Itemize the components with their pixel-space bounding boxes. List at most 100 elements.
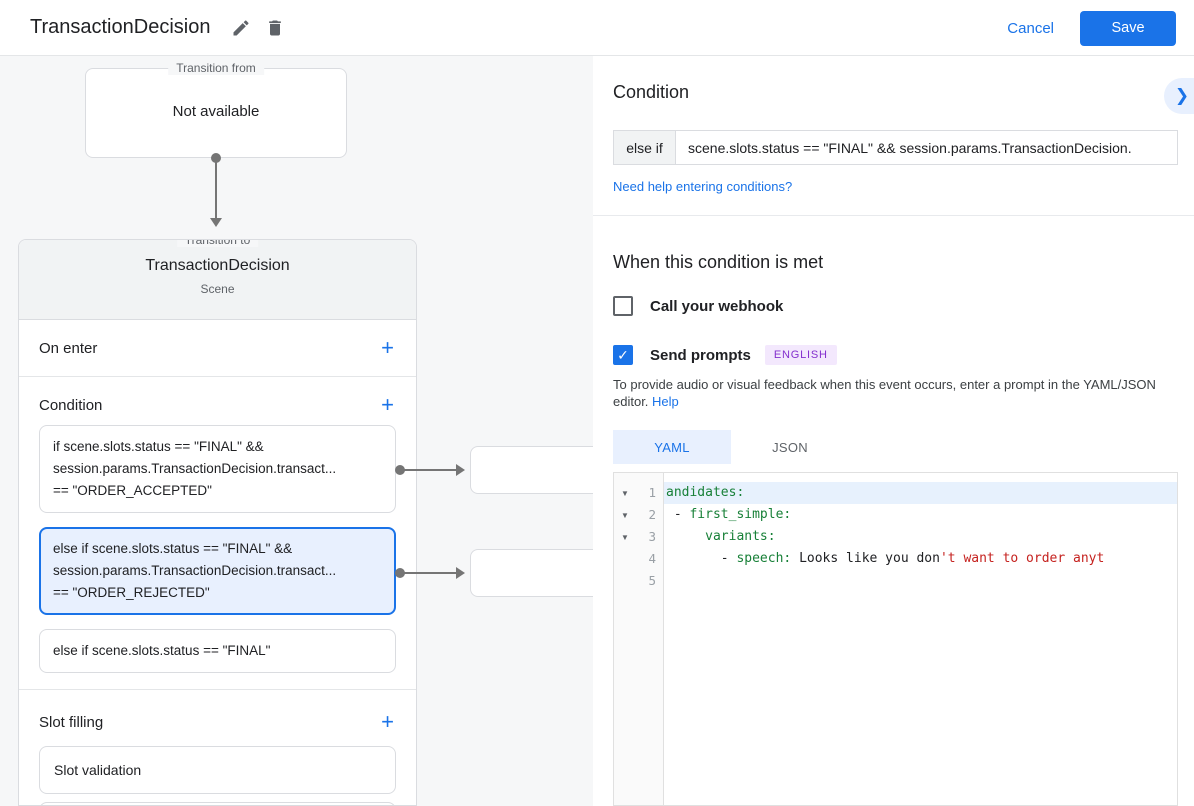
webhook-checkbox[interactable] bbox=[613, 296, 633, 316]
connector-line bbox=[215, 161, 217, 218]
transition-to-legend: Transition to bbox=[176, 240, 259, 247]
transition-from-box: Transition from Not available bbox=[85, 61, 347, 158]
on-enter-row[interactable]: On enter + bbox=[19, 320, 416, 377]
edit-title-button[interactable] bbox=[224, 11, 258, 45]
prompt-help-link[interactable]: Help bbox=[652, 394, 679, 409]
line-number: 2 bbox=[648, 507, 656, 522]
add-condition-icon[interactable]: + bbox=[381, 392, 394, 417]
code-line: variants: bbox=[664, 526, 1177, 548]
line-number: 4 bbox=[648, 551, 656, 566]
condition-card-line: == "ORDER_REJECTED" bbox=[53, 585, 210, 600]
code-token-key: variants: bbox=[705, 529, 776, 544]
fold-arrow-icon[interactable]: ▼ bbox=[621, 510, 629, 520]
scene-subtitle: Scene bbox=[200, 282, 235, 296]
code-line: andidates: bbox=[664, 482, 1177, 504]
yaml-code-editor[interactable]: ▼ ▼ ▼ 1 2 3 4 5 andidates: - first_simple: var… bbox=[613, 472, 1178, 806]
fold-gutter-cell bbox=[614, 548, 636, 570]
arrow-right-icon bbox=[456, 464, 465, 476]
editor-line-numbers: 1 2 3 4 5 bbox=[636, 473, 664, 805]
code-token-key: andidates: bbox=[666, 485, 745, 500]
transition-to-card: Transition to TransactionDecision Scene … bbox=[18, 239, 417, 806]
code-token-plain: - bbox=[666, 507, 690, 522]
code-token-plain: Looks like you don bbox=[791, 551, 940, 566]
pencil-icon bbox=[233, 19, 249, 35]
language-badge: ENGLISH bbox=[764, 345, 837, 365]
line-number: 5 bbox=[648, 573, 656, 588]
conditions-help-link[interactable]: Need help entering conditions? bbox=[613, 179, 793, 194]
editor-fold-gutter: ▼ ▼ ▼ bbox=[614, 473, 636, 805]
slot-validation-card[interactable]: Slot validation bbox=[39, 746, 396, 794]
check-icon: ✓ bbox=[617, 346, 629, 363]
webhook-label: Call your webhook bbox=[650, 297, 784, 315]
fold-arrow-icon[interactable]: ▼ bbox=[621, 488, 629, 498]
trash-icon bbox=[269, 20, 282, 35]
connector-line bbox=[400, 572, 456, 574]
webhook-row: Call your webhook bbox=[613, 296, 783, 316]
transition-from-content: Not available bbox=[172, 103, 260, 120]
condition-editor-panel: ❯ Condition else if scene.slots.status =… bbox=[593, 56, 1194, 806]
chevron-right-icon: ❯ bbox=[1174, 86, 1190, 105]
condition-card-line: == "ORDER_ACCEPTED" bbox=[53, 483, 212, 498]
arrow-right-icon bbox=[456, 567, 465, 579]
condition-card-line: session.params.TransactionDecision.trans… bbox=[53, 461, 337, 476]
slot-filling-section: Slot filling + Slot validation bbox=[19, 690, 416, 805]
fold-arrow-icon[interactable]: ▼ bbox=[621, 532, 629, 542]
page-title: TransactionDecision bbox=[30, 16, 211, 38]
header-bar: TransactionDecision Cancel Save bbox=[0, 0, 1194, 56]
line-number: 1 bbox=[648, 485, 656, 500]
code-line bbox=[664, 570, 1177, 592]
condition-card-line: else if scene.slots.status == "FINAL" && bbox=[53, 541, 293, 556]
condition-section: Condition + if scene.slots.status == "FI… bbox=[19, 377, 416, 690]
code-token-string: 't want to order anyt bbox=[939, 551, 1105, 566]
send-prompts-label: Send prompts bbox=[650, 346, 751, 364]
condition-card[interactable]: else if scene.slots.status == "FINAL" &&… bbox=[39, 527, 396, 615]
editor-tabs: YAML JSON bbox=[613, 430, 849, 464]
code-line: - first_simple: bbox=[664, 504, 1177, 526]
tab-yaml[interactable]: YAML bbox=[613, 430, 731, 464]
condition-card[interactable]: else if scene.slots.status == "FINAL" bbox=[39, 629, 396, 673]
add-on-enter-icon[interactable]: + bbox=[381, 335, 394, 360]
collapse-panel-button[interactable]: ❯ bbox=[1164, 78, 1194, 114]
code-token-key: first_simple: bbox=[689, 507, 792, 522]
on-enter-label: On enter bbox=[39, 339, 98, 357]
connector-line bbox=[400, 469, 456, 471]
save-button[interactable]: Save bbox=[1080, 10, 1176, 46]
delete-scene-button[interactable] bbox=[258, 11, 292, 45]
condition-input-row: else if scene.slots.status == "FINAL" &&… bbox=[613, 130, 1178, 165]
condition-card-line: session.params.TransactionDecision.trans… bbox=[53, 563, 337, 578]
cancel-button[interactable]: Cancel bbox=[1007, 19, 1054, 37]
transition-target-box[interactable] bbox=[470, 549, 593, 597]
flow-canvas: Transition from Not available Transition… bbox=[0, 56, 593, 806]
code-line: - speech: Looks like you don't want to o… bbox=[664, 548, 1177, 570]
panel-condition-heading: Condition bbox=[613, 82, 690, 102]
slot-filling-label: Slot filling bbox=[39, 713, 104, 731]
when-condition-heading: When this condition is met bbox=[613, 252, 824, 272]
code-token-key: speech: bbox=[736, 551, 792, 566]
condition-card-line: if scene.slots.status == "FINAL" && bbox=[53, 439, 264, 454]
transition-from-legend: Transition from bbox=[168, 61, 264, 75]
code-token-plain: - bbox=[666, 551, 737, 566]
fold-gutter-cell bbox=[614, 570, 636, 592]
code-token-plain bbox=[666, 529, 705, 544]
condition-section-label: Condition bbox=[39, 396, 103, 414]
panel-divider bbox=[593, 215, 1194, 216]
send-prompts-row: ✓ Send prompts ENGLISH bbox=[613, 345, 837, 365]
prompt-help-text-body: To provide audio or visual feedback when… bbox=[613, 377, 1156, 409]
transition-target-box[interactable] bbox=[470, 446, 593, 494]
condition-section-head: Condition + bbox=[19, 389, 416, 421]
add-slot-icon[interactable]: + bbox=[381, 709, 394, 734]
condition-prefix-label: else if bbox=[614, 131, 676, 164]
slot-card-partial[interactable] bbox=[39, 802, 396, 805]
connector-dot bbox=[211, 153, 221, 163]
condition-card[interactable]: if scene.slots.status == "FINAL" && sessi… bbox=[39, 425, 396, 513]
condition-card-list: if scene.slots.status == "FINAL" && sessi… bbox=[19, 425, 416, 673]
send-prompts-checkbox[interactable]: ✓ bbox=[613, 345, 633, 365]
editor-code-area[interactable]: andidates: - first_simple: variants: - s… bbox=[664, 473, 1177, 805]
slot-filling-section-head: Slot filling + bbox=[19, 706, 416, 738]
scene-card-header: TransactionDecision Scene bbox=[19, 240, 416, 320]
header-actions: Cancel Save bbox=[1007, 0, 1176, 56]
condition-expression-input[interactable]: scene.slots.status == "FINAL" && session… bbox=[688, 139, 1132, 156]
tab-json[interactable]: JSON bbox=[772, 439, 808, 455]
line-number: 3 bbox=[648, 529, 656, 544]
